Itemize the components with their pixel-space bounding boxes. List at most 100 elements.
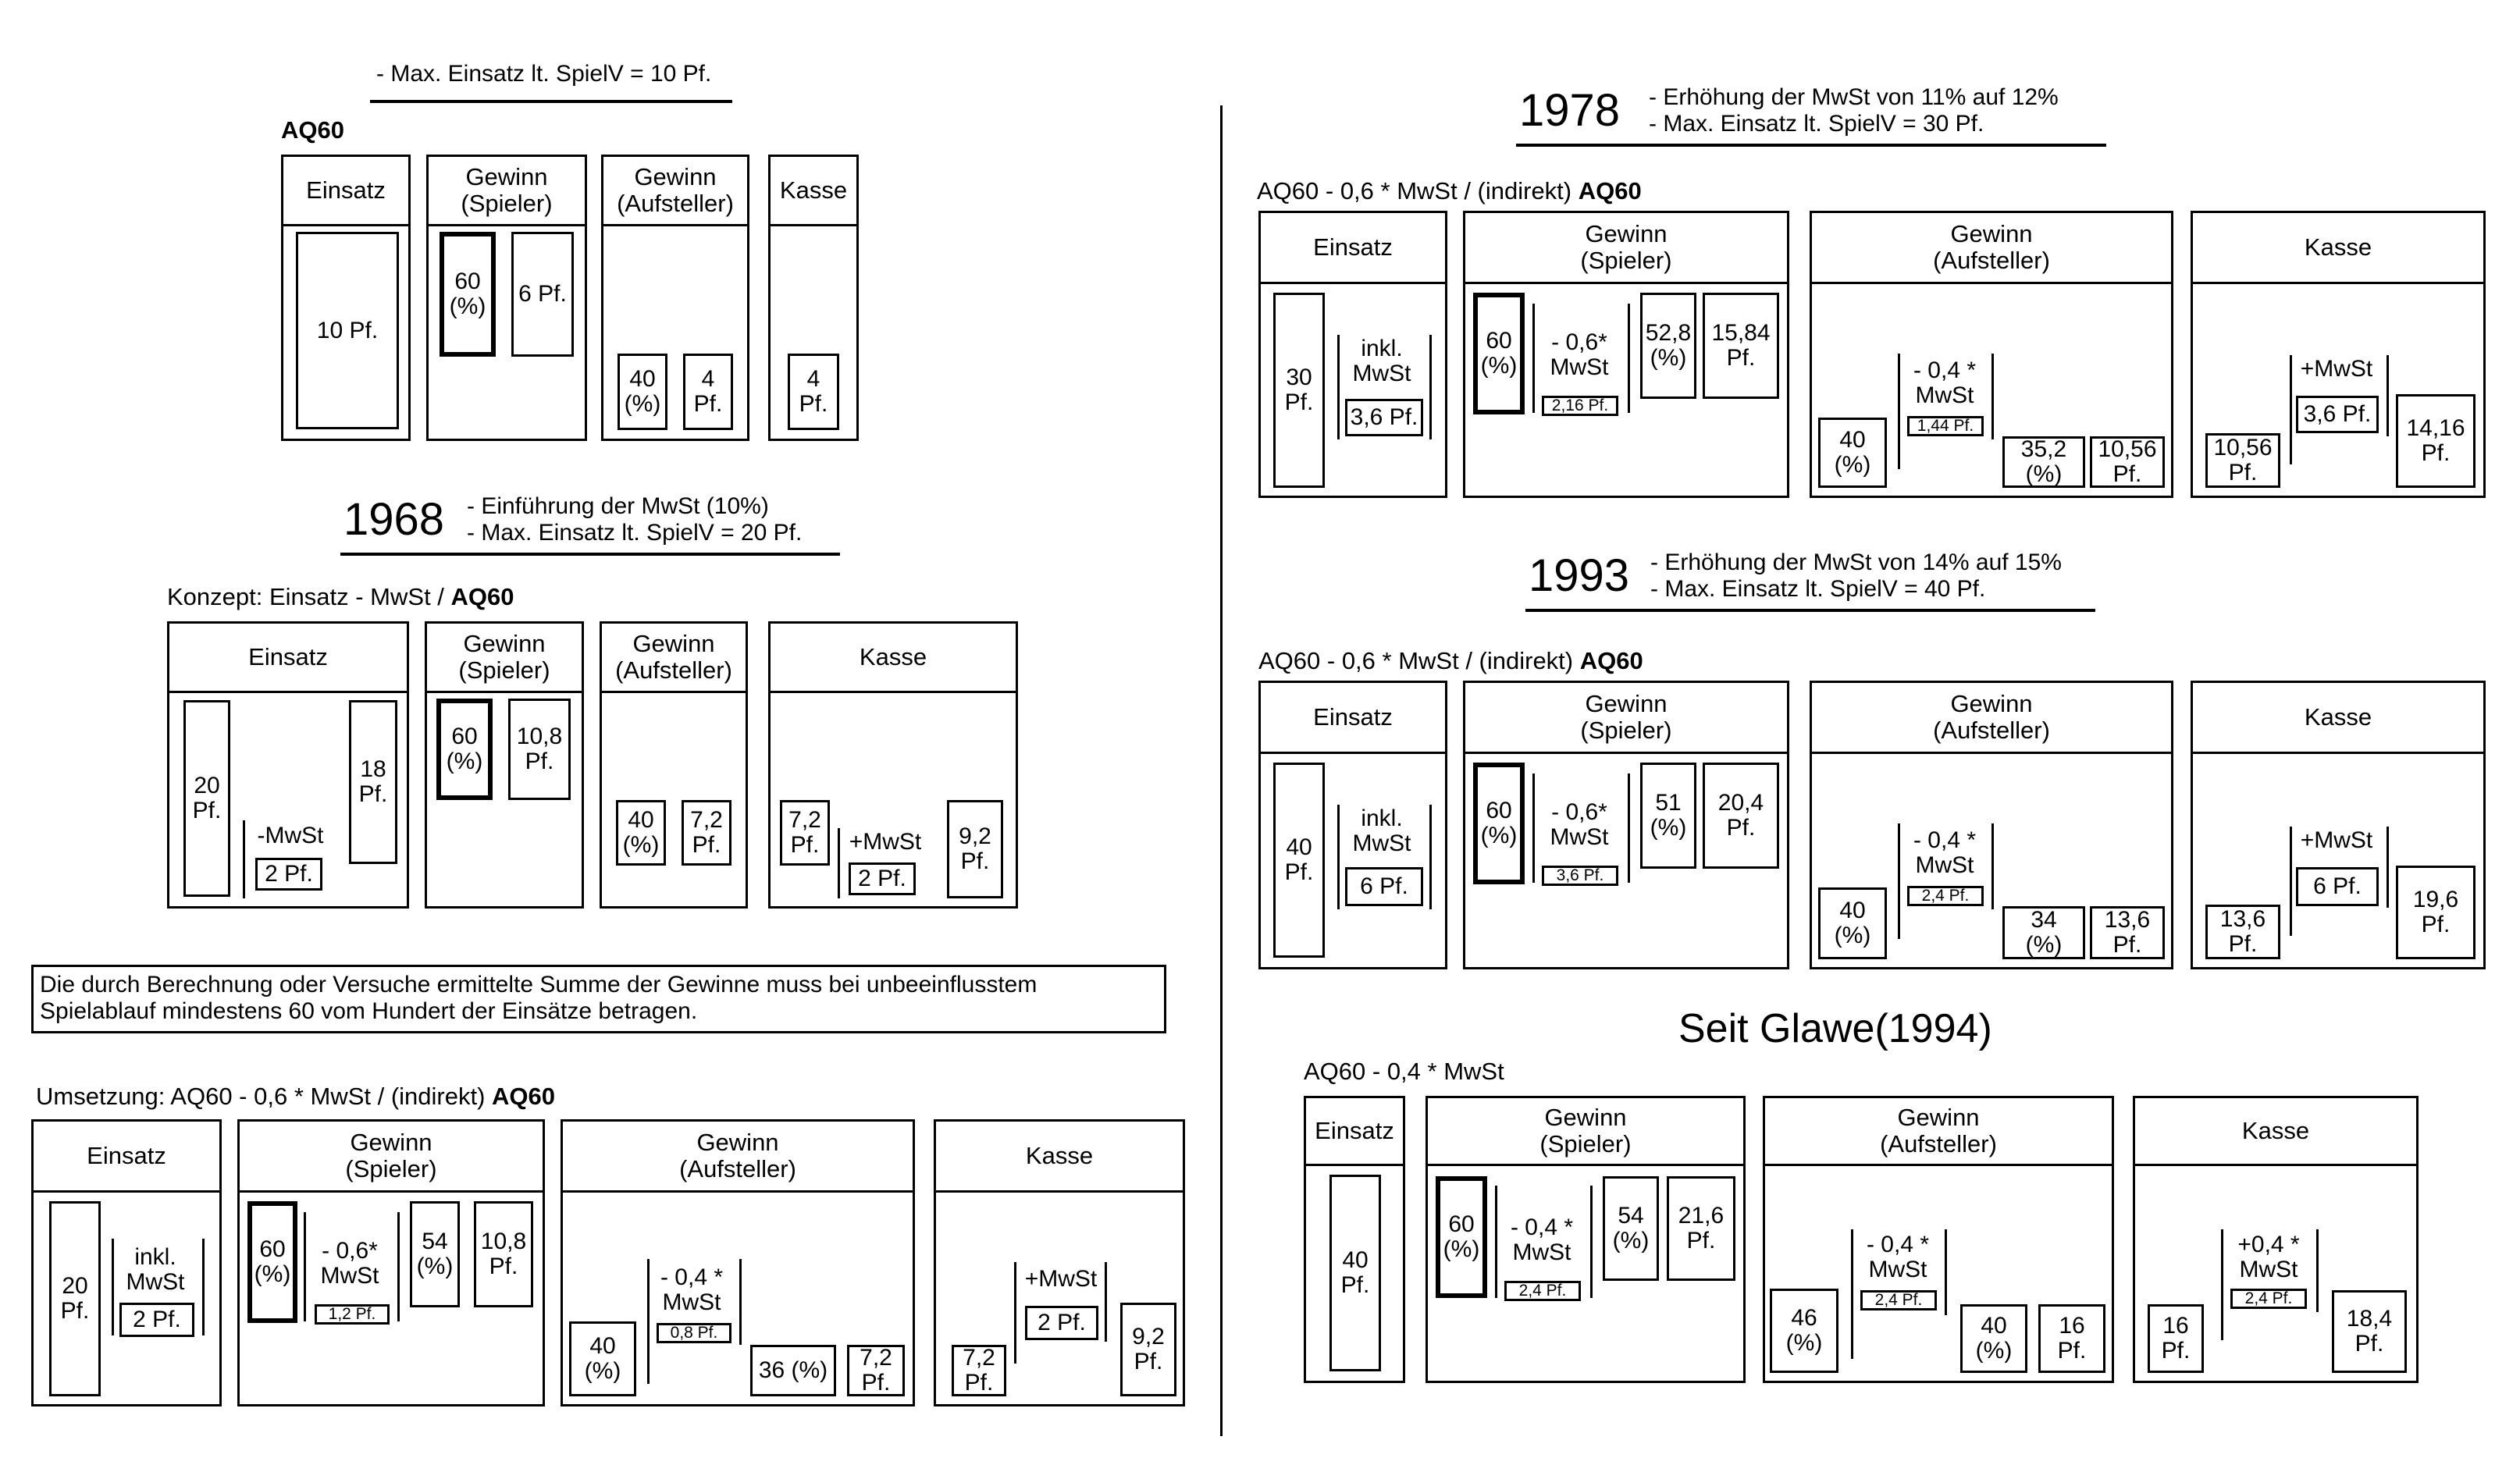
s1993-kasse-mwst-value: 6 Pf. [2296, 867, 2379, 906]
s1978-inkl-value: 3,6 Pf. [1345, 399, 1423, 436]
s1968-kasse-mwst-value: 2 Pf. [849, 862, 916, 895]
u-kasse-mwst-bar [1014, 1262, 1016, 1364]
s1993-inkl-bar [1337, 805, 1340, 909]
s0-kasse-value: 4 Pf. [788, 354, 839, 430]
s1978-aufsteller-percent: 35,2 (%) [2002, 436, 2085, 488]
s1968-kasse-header: Kasse [771, 624, 1016, 693]
u-spieler-percent: 54 (%) [410, 1201, 460, 1307]
s1993-kasse-mwst-bar-right [2387, 827, 2389, 908]
s1978-kasse-mwst-value: 3,6 Pf. [2296, 396, 2379, 433]
s1993-kasse-column: Kasse 13,6 Pf. +MwSt 6 Pf. 19,6 Pf. [2191, 681, 2486, 969]
u-einsatz-header: Einsatz [34, 1122, 219, 1193]
s1978-gewinn-aufsteller-header: Gewinn (Aufsteller) [1812, 213, 2171, 284]
s1968-spieler-percent: 60 (%) [436, 699, 493, 800]
s1968-aufsteller-value: 7,2 Pf. [682, 800, 731, 866]
u-gewinn-spieler-header: Gewinn (Spieler) [240, 1122, 543, 1193]
s1968-kasse-out: 9,2 Pf. [947, 800, 1003, 898]
s1978-aufsteller-mwst-value: 1,44 Pf. [1907, 416, 1984, 436]
g-spieler-mwst-bar [1495, 1186, 1497, 1298]
u-kasse-out: 9,2 Pf. [1120, 1303, 1176, 1396]
s1978-aufsteller-base: 40 (%) [1818, 418, 1887, 488]
u-kasse-mwst-label: +MwSt [1024, 1266, 1098, 1292]
s1978-aufsteller-mwst-label: - 0,4 * MwSt [1913, 357, 1977, 408]
u-spieler-value: 10,8 Pf. [474, 1201, 533, 1307]
g-aufsteller-mwst-value: 2,4 Pf. [1860, 1290, 1937, 1310]
s1993-einsatz-column: Einsatz 40 Pf. inkl. MwSt 6 Pf. [1258, 681, 1447, 969]
s1993-gewinn-spieler-column: Gewinn (Spieler) 60 (%) - 0,6* MwSt 3,6 … [1463, 681, 1789, 969]
g-aufsteller-mwst-label: - 0,4 * MwSt [1866, 1232, 1930, 1282]
s1993-inkl-value: 6 Pf. [1345, 867, 1423, 906]
s1993-aufsteller-mwst-label: - 0,4 * MwSt [1913, 827, 1977, 878]
u-kasse-mwst-value: 2 Pf. [1025, 1306, 1098, 1340]
s1993-inkl-bar-right [1429, 805, 1432, 909]
g-kasse-header: Kasse [2135, 1098, 2416, 1166]
s1968-einsatz-value: 20 Pf. [183, 700, 230, 897]
s1968-kasse-mwst-bar [838, 828, 840, 898]
s1993-aufsteller-mwst-value: 2,4 Pf. [1907, 886, 1984, 906]
s1978-underline [1516, 144, 2106, 147]
s1978-kasse-column: Kasse 10,56 Pf. +MwSt 3,6 Pf. 14,16 Pf. [2191, 211, 2486, 498]
s1978-einsatz-header: Einsatz [1261, 213, 1445, 284]
s1978-spieler-mwst-bar [1532, 304, 1535, 413]
u-inkl-bar [112, 1239, 114, 1335]
s1968-kasse-in: 7,2 Pf. [780, 800, 830, 866]
s1978-spieler-mwst-bar-right [1628, 304, 1630, 413]
s1993-spieler-mwst-label: - 0,6* MwSt [1550, 799, 1609, 850]
u-gewinn-aufsteller-column: Gewinn (Aufsteller) 40 (%) - 0,4 * MwSt … [561, 1119, 915, 1406]
u-aufsteller-percent: 36 (%) [750, 1345, 836, 1396]
g-gewinn-aufsteller-header: Gewinn (Aufsteller) [1765, 1098, 2112, 1166]
section0-note: - Max. Einsatz lt. SpielV = 10 Pf. [376, 61, 712, 87]
g-einsatz-value: 40 Pf. [1329, 1175, 1381, 1371]
g-einsatz-header: Einsatz [1306, 1098, 1403, 1166]
g-aufsteller-value: 16 Pf. [2038, 1304, 2105, 1373]
s1993-gewinn-aufsteller-column: Gewinn (Aufsteller) 40 (%) - 0,4 * MwSt … [1810, 681, 2173, 969]
s1993-underline [1525, 609, 2095, 612]
g-einsatz-column: Einsatz 40 Pf. [1304, 1096, 1405, 1383]
s0-spieler-value: 6 Pf. [511, 232, 574, 357]
s1993-spieler-mwst-value: 3,6 Pf. [1542, 866, 1618, 886]
g-aufsteller-base: 46 (%) [1770, 1289, 1838, 1373]
rule-text-box: Die durch Berechnung oder Versuche ermit… [31, 965, 1166, 1033]
s1993-inkl-label: inkl. MwSt [1352, 805, 1411, 856]
s1993-gewinn-aufsteller-header: Gewinn (Aufsteller) [1812, 683, 2171, 754]
s0-gewinn-spieler-column: Gewinn (Spieler) 60 (%) 6 Pf. [426, 155, 587, 441]
s1978-kasse-mwst-label: +MwSt [2300, 356, 2373, 382]
s1993-kasse-out: 19,6 Pf. [2396, 866, 2476, 959]
g-kasse-out: 18,4 Pf. [2332, 1290, 2407, 1373]
g-aufsteller-mwst-bar [1851, 1229, 1853, 1359]
s0-gewinn-aufsteller-header: Gewinn (Aufsteller) [603, 157, 747, 226]
s1993-kasse-in: 13,6 Pf. [2205, 905, 2280, 959]
g-kasse-mwst-bar-right [2316, 1229, 2319, 1312]
g-aufsteller-mwst-bar-right [1945, 1229, 1947, 1315]
u-spieler-mwst-label: - 0,6* MwSt [320, 1238, 379, 1289]
u-kasse-mwst-bar-right [1105, 1262, 1107, 1342]
s1978-gewinn-spieler-column: Gewinn (Spieler) 60 (%) - 0,6* MwSt 2,16… [1463, 211, 1789, 498]
s1968-label: Konzept: Einsatz - MwSt / AQ60 [167, 583, 514, 610]
g-gewinn-spieler-column: Gewinn (Spieler) 60 (%) - 0,4 * MwSt 2,4… [1426, 1096, 1746, 1383]
u-aufsteller-mwst-bar-right [739, 1259, 742, 1345]
u-aufsteller-base: 40 (%) [569, 1321, 636, 1396]
s1968-mwst-bar [243, 820, 245, 898]
g-spieler-base: 60 (%) [1436, 1176, 1487, 1298]
s0-gewinn-spieler-header: Gewinn (Spieler) [429, 157, 585, 226]
s1978-kasse-mwst-bar-right [2387, 355, 2389, 436]
s0-gewinn-aufsteller-column: Gewinn (Aufsteller) 40 (%) 4 Pf. [601, 155, 749, 441]
s1993-spieler-value: 20,4 Pf. [1703, 763, 1779, 869]
s1978-gewinn-aufsteller-column: Gewinn (Aufsteller) 40 (%) - 0,4 * MwSt … [1810, 211, 2173, 498]
g-aufsteller-percent: 40 (%) [1960, 1304, 2027, 1373]
u-gewinn-spieler-column: Gewinn (Spieler) 60 (%) - 0,6* MwSt 1,2 … [237, 1119, 545, 1406]
g-spieler-mwst-label: - 0,4 * MwSt [1510, 1214, 1574, 1265]
s1978-einsatz-value: 30 Pf. [1273, 293, 1325, 488]
s0-aufsteller-value: 4 Pf. [683, 354, 733, 430]
s1968-mwst-value: 2 Pf. [255, 858, 322, 891]
s1993-spieler-percent: 51 (%) [1640, 763, 1696, 869]
s1968-year: 1968 [343, 494, 445, 545]
g-gewinn-spieler-header: Gewinn (Spieler) [1428, 1098, 1743, 1166]
s0-einsatz-column: Einsatz 10 Pf. [281, 155, 411, 441]
u-einsatz-column: Einsatz 20 Pf. inkl. MwSt 2 Pf. [31, 1119, 222, 1406]
u-spieler-base: 60 (%) [247, 1201, 297, 1323]
s0-einsatz-header: Einsatz [283, 157, 408, 226]
s1968-aufsteller-percent: 40 (%) [616, 800, 666, 866]
s1968-gewinn-spieler-column: Gewinn (Spieler) 60 (%) 10,8 Pf. [425, 621, 584, 909]
s1978-spieler-base: 60 (%) [1473, 293, 1525, 414]
